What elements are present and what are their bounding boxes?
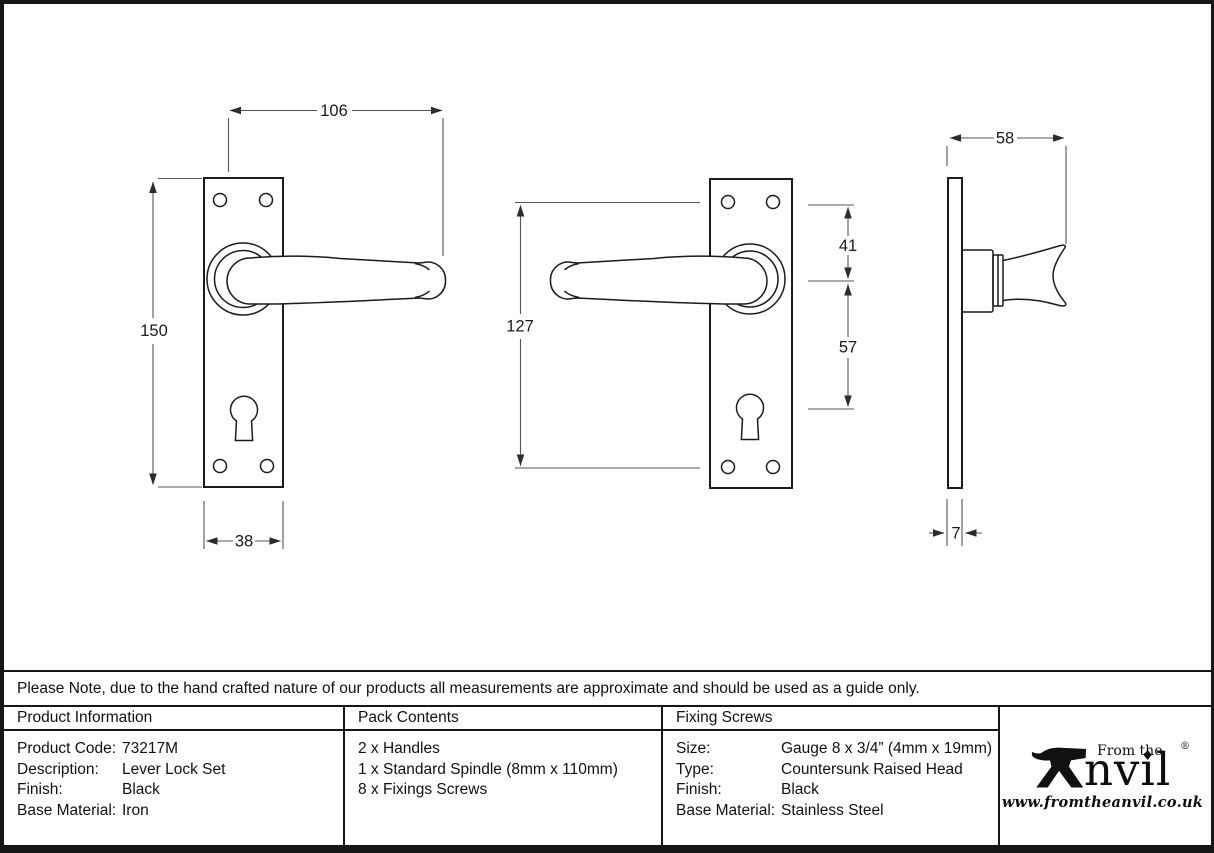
spec-row: Base Material: Iron (17, 801, 149, 819)
fixing-screws-cell: Size: Gauge 8 x 3/4” (4mm x 19mm) Type: … (663, 731, 1000, 845)
measurement-note: Please Note, due to the hand crafted nat… (4, 670, 1211, 705)
registered-mark: ® (1180, 741, 1190, 752)
screw-hole (212, 192, 228, 208)
drawing-area: 106 150 38 127 41 57 58 7 (4, 4, 1211, 670)
lever-tip-detail (563, 290, 580, 299)
dimension-lines (149, 106, 1067, 549)
lever-handle (549, 255, 768, 305)
keyhole (229, 395, 259, 442)
pack-item: 8 x Fixings Screws (358, 781, 488, 799)
keyhole (735, 393, 765, 441)
backplate-outline (709, 178, 793, 489)
screw-hole (259, 458, 275, 474)
rose-side (961, 249, 994, 313)
spec-row: Product Code: 73217M (17, 740, 179, 757)
technical-drawing: 106 150 38 127 41 57 58 7 (140, 102, 1067, 551)
lever-tip-detail (414, 262, 431, 271)
lever-grip-side (1002, 244, 1067, 307)
pack-item: 1 x Standard Spindle (8mm x 110mm) (358, 760, 618, 778)
dim-label-plate-width: 38 (235, 533, 253, 551)
spec-row: Finish: Black (17, 781, 160, 799)
dim-label-top-to-spindle: 41 (839, 237, 857, 255)
pack-item: 2 x Handles (358, 740, 440, 757)
lever-front-view-right (549, 178, 793, 489)
pack-contents-header: Pack Contents (345, 707, 663, 731)
screw-hole (720, 194, 736, 210)
screw-hole (720, 459, 736, 475)
dim-label-projection: 58 (996, 130, 1014, 148)
spec-row: Base Material: Stainless Steel (676, 801, 884, 819)
screw-hole (765, 194, 781, 210)
diamond-tittle: ♦ (1141, 748, 1155, 764)
screw-hole (765, 459, 781, 475)
logo: From the ® nv♦ıl www.fromtheanvil.co.uk (1000, 707, 1211, 845)
lever-tip-detail (414, 290, 431, 299)
product-information-cell: Product Code: 73217M Description: Lever … (4, 731, 345, 845)
lever-handle (226, 255, 447, 305)
dim-label-lever-length: 106 (320, 102, 348, 120)
screw-hole (212, 458, 228, 474)
lever-front-view-left (203, 177, 447, 488)
lever-tip-detail (563, 262, 580, 271)
dim-label-plate-height: 150 (140, 322, 168, 340)
lever-side-view (947, 177, 1067, 489)
backplate-outline (203, 177, 284, 488)
spec-row: Description: Lever Lock Set (17, 760, 226, 778)
brand-wordmark: nv♦ıl (1084, 743, 1172, 796)
logo-tagline: From the (1097, 743, 1163, 759)
product-information-header: Product Information (4, 707, 345, 731)
dim-label-fixing-centres: 127 (506, 318, 534, 336)
spec-row: Size: Gauge 8 x 3/4” (4mm x 19mm) (676, 740, 993, 757)
dim-label-spindle-to-keyhole: 57 (839, 339, 857, 357)
logo-url: www.fromtheanvil.co.uk (1001, 794, 1204, 811)
spec-row: Finish: Black (676, 781, 819, 799)
spec-table: Product Information Pack Contents Fixing… (4, 705, 1211, 845)
dim-label-plate-thickness: 7 (951, 525, 960, 543)
spec-row: Type: Countersunk Raised Head (676, 760, 963, 778)
note-text: Please Note, due to the hand crafted nat… (17, 679, 920, 697)
pack-contents-cell: 2 x Handles 1 x Standard Spindle (8mm x … (345, 731, 663, 845)
fixing-screws-header: Fixing Screws (663, 707, 1000, 731)
backplate-side (947, 177, 963, 489)
anvil-icon (1031, 747, 1087, 788)
screw-hole (258, 192, 274, 208)
